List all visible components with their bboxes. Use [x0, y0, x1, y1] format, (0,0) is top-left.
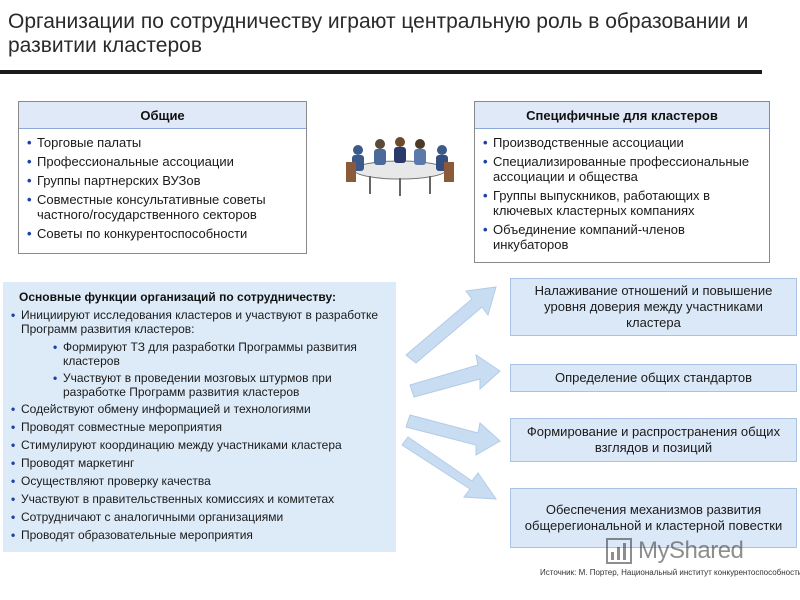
page-title: Организации по сотрудничеству играют цен…: [8, 10, 768, 58]
outcome-text: Обеспечения механизмов развития общереги…: [517, 502, 790, 534]
general-list: Торговые палаты Профессиональные ассоциа…: [19, 129, 306, 241]
specific-list: Производственные ассоциации Специализиро…: [475, 129, 769, 252]
list-item: Участвуют в правительственных комиссиях …: [11, 492, 388, 506]
list-item: Совместные консультативные советы частно…: [27, 192, 300, 222]
list-item: Инициируют исследования кластеров и учас…: [11, 308, 388, 336]
outcome-box: Налаживание отношений и повышение уровня…: [510, 278, 797, 336]
arrow-icon: [406, 287, 496, 363]
list-item: Проводят образовательные мероприятия: [11, 528, 388, 542]
list-item: Производственные ассоциации: [483, 135, 763, 150]
list-item: Объединение компаний-членов инкубаторов: [483, 222, 763, 252]
meeting-table-illustration: [340, 128, 460, 198]
specific-box: Специфичные для кластеров Производственн…: [474, 101, 770, 263]
watermark-logo: MyShared: [606, 536, 776, 566]
list-item: Торговые палаты: [27, 135, 300, 150]
outcome-text: Формирование и распространения общих взг…: [517, 424, 790, 456]
list-subitem: Участвуют в проведении мозговых штурмов …: [11, 371, 388, 399]
list-item: Проводят совместные мероприятия: [11, 420, 388, 434]
list-item: Содействуют обмену информацией и техноло…: [11, 402, 388, 416]
list-item: Специализированные профессиональные ассо…: [483, 154, 763, 184]
outcome-text: Налаживание отношений и повышение уровня…: [517, 283, 790, 331]
functions-panel: Основные функции организаций по сотрудни…: [3, 282, 396, 552]
logo-bars-icon: [606, 538, 632, 564]
list-item: Группы выпускников, работающих в ключевы…: [483, 188, 763, 218]
outcome-text: Определение общих стандартов: [555, 370, 752, 386]
functions-heading: Основные функции организаций по сотрудни…: [19, 290, 388, 304]
title-divider: [0, 70, 762, 74]
list-item: Группы партнерских ВУЗов: [27, 173, 300, 188]
logo-text: MyShared: [638, 537, 743, 565]
list-item: Советы по конкурентоспособности: [27, 226, 300, 241]
outcome-box: Определение общих стандартов: [510, 364, 797, 392]
list-item: Сотрудничают с аналогичными организациям…: [11, 510, 388, 524]
general-heading: Общие: [19, 102, 306, 129]
list-subitem: Формируют ТЗ для разработки Программы ра…: [11, 340, 388, 368]
general-box: Общие Торговые палаты Профессиональные а…: [18, 101, 307, 254]
functions-list: Инициируют исследования кластеров и учас…: [11, 308, 388, 542]
arrows-group: [400, 285, 505, 505]
specific-heading: Специфичные для кластеров: [475, 102, 769, 129]
list-item: Профессиональные ассоциации: [27, 154, 300, 169]
arrow-icon: [410, 355, 500, 397]
list-item: Проводят маркетинг: [11, 456, 388, 470]
source-note: Источник: М. Портер, Национальный инстит…: [540, 568, 800, 577]
outcome-box: Формирование и распространения общих взг…: [510, 418, 797, 462]
list-item: Стимулируют координацию между участникам…: [11, 438, 388, 452]
list-item: Осуществляют проверку качества: [11, 474, 388, 488]
